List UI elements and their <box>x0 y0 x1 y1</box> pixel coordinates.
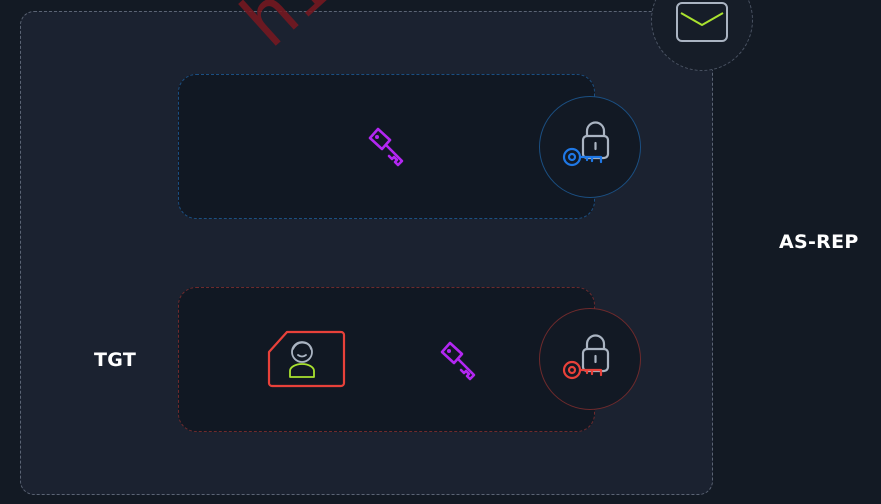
red-lock-circle <box>539 308 641 410</box>
tgt-label: TGT <box>94 349 137 371</box>
user-card-icon <box>267 330 346 388</box>
session-key-icon <box>368 127 404 167</box>
as-rep-label: AS-REP <box>779 231 859 253</box>
session-key-icon <box>440 341 476 381</box>
blue-lock-circle <box>539 96 641 198</box>
blue-key-lock-icon <box>562 121 610 167</box>
envelope-icon <box>676 2 728 42</box>
tgt-card <box>178 287 595 432</box>
red-key-lock-icon <box>562 334 610 380</box>
